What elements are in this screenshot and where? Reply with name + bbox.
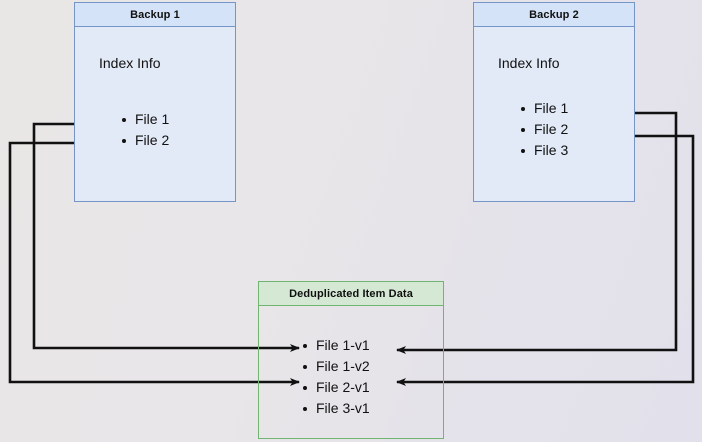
node-deduplicated-item-data[interactable]: Deduplicated Item Data File 1-v1 File 1-…: [258, 281, 444, 439]
list-item[interactable]: File 1: [120, 109, 169, 130]
node-backup-1[interactable]: Backup 1 Index Info File 1 File 2: [74, 2, 236, 202]
backup-2-index-info-label: Index Info: [498, 55, 560, 71]
backup-1-file-list: File 1 File 2: [120, 109, 169, 151]
list-item[interactable]: File 2-v1: [301, 377, 370, 398]
list-item[interactable]: File 2: [519, 119, 568, 140]
node-deduplicated-item-data-title: Deduplicated Item Data: [259, 282, 443, 306]
dedup-file-list: File 1-v1 File 1-v2 File 2-v1 File 3-v1: [301, 335, 370, 419]
list-item[interactable]: File 3-v1: [301, 398, 370, 419]
list-item[interactable]: File 1-v1: [301, 335, 370, 356]
node-backup-2-body: Index Info File 1 File 2 File 3: [474, 27, 634, 201]
list-item[interactable]: File 1: [519, 98, 568, 119]
node-deduplicated-item-data-body: File 1-v1 File 1-v2 File 2-v1 File 3-v1: [259, 306, 443, 438]
node-backup-2-title: Backup 2: [474, 3, 634, 27]
node-backup-2[interactable]: Backup 2 Index Info File 1 File 2 File 3: [473, 2, 635, 202]
list-item[interactable]: File 3: [519, 140, 568, 161]
node-backup-1-title: Backup 1: [75, 3, 235, 27]
node-backup-1-body: Index Info File 1 File 2: [75, 27, 235, 201]
list-item[interactable]: File 2: [120, 130, 169, 151]
backup-1-index-info-label: Index Info: [99, 55, 161, 71]
list-item[interactable]: File 1-v2: [301, 356, 370, 377]
backup-2-file-list: File 1 File 2 File 3: [519, 98, 568, 161]
